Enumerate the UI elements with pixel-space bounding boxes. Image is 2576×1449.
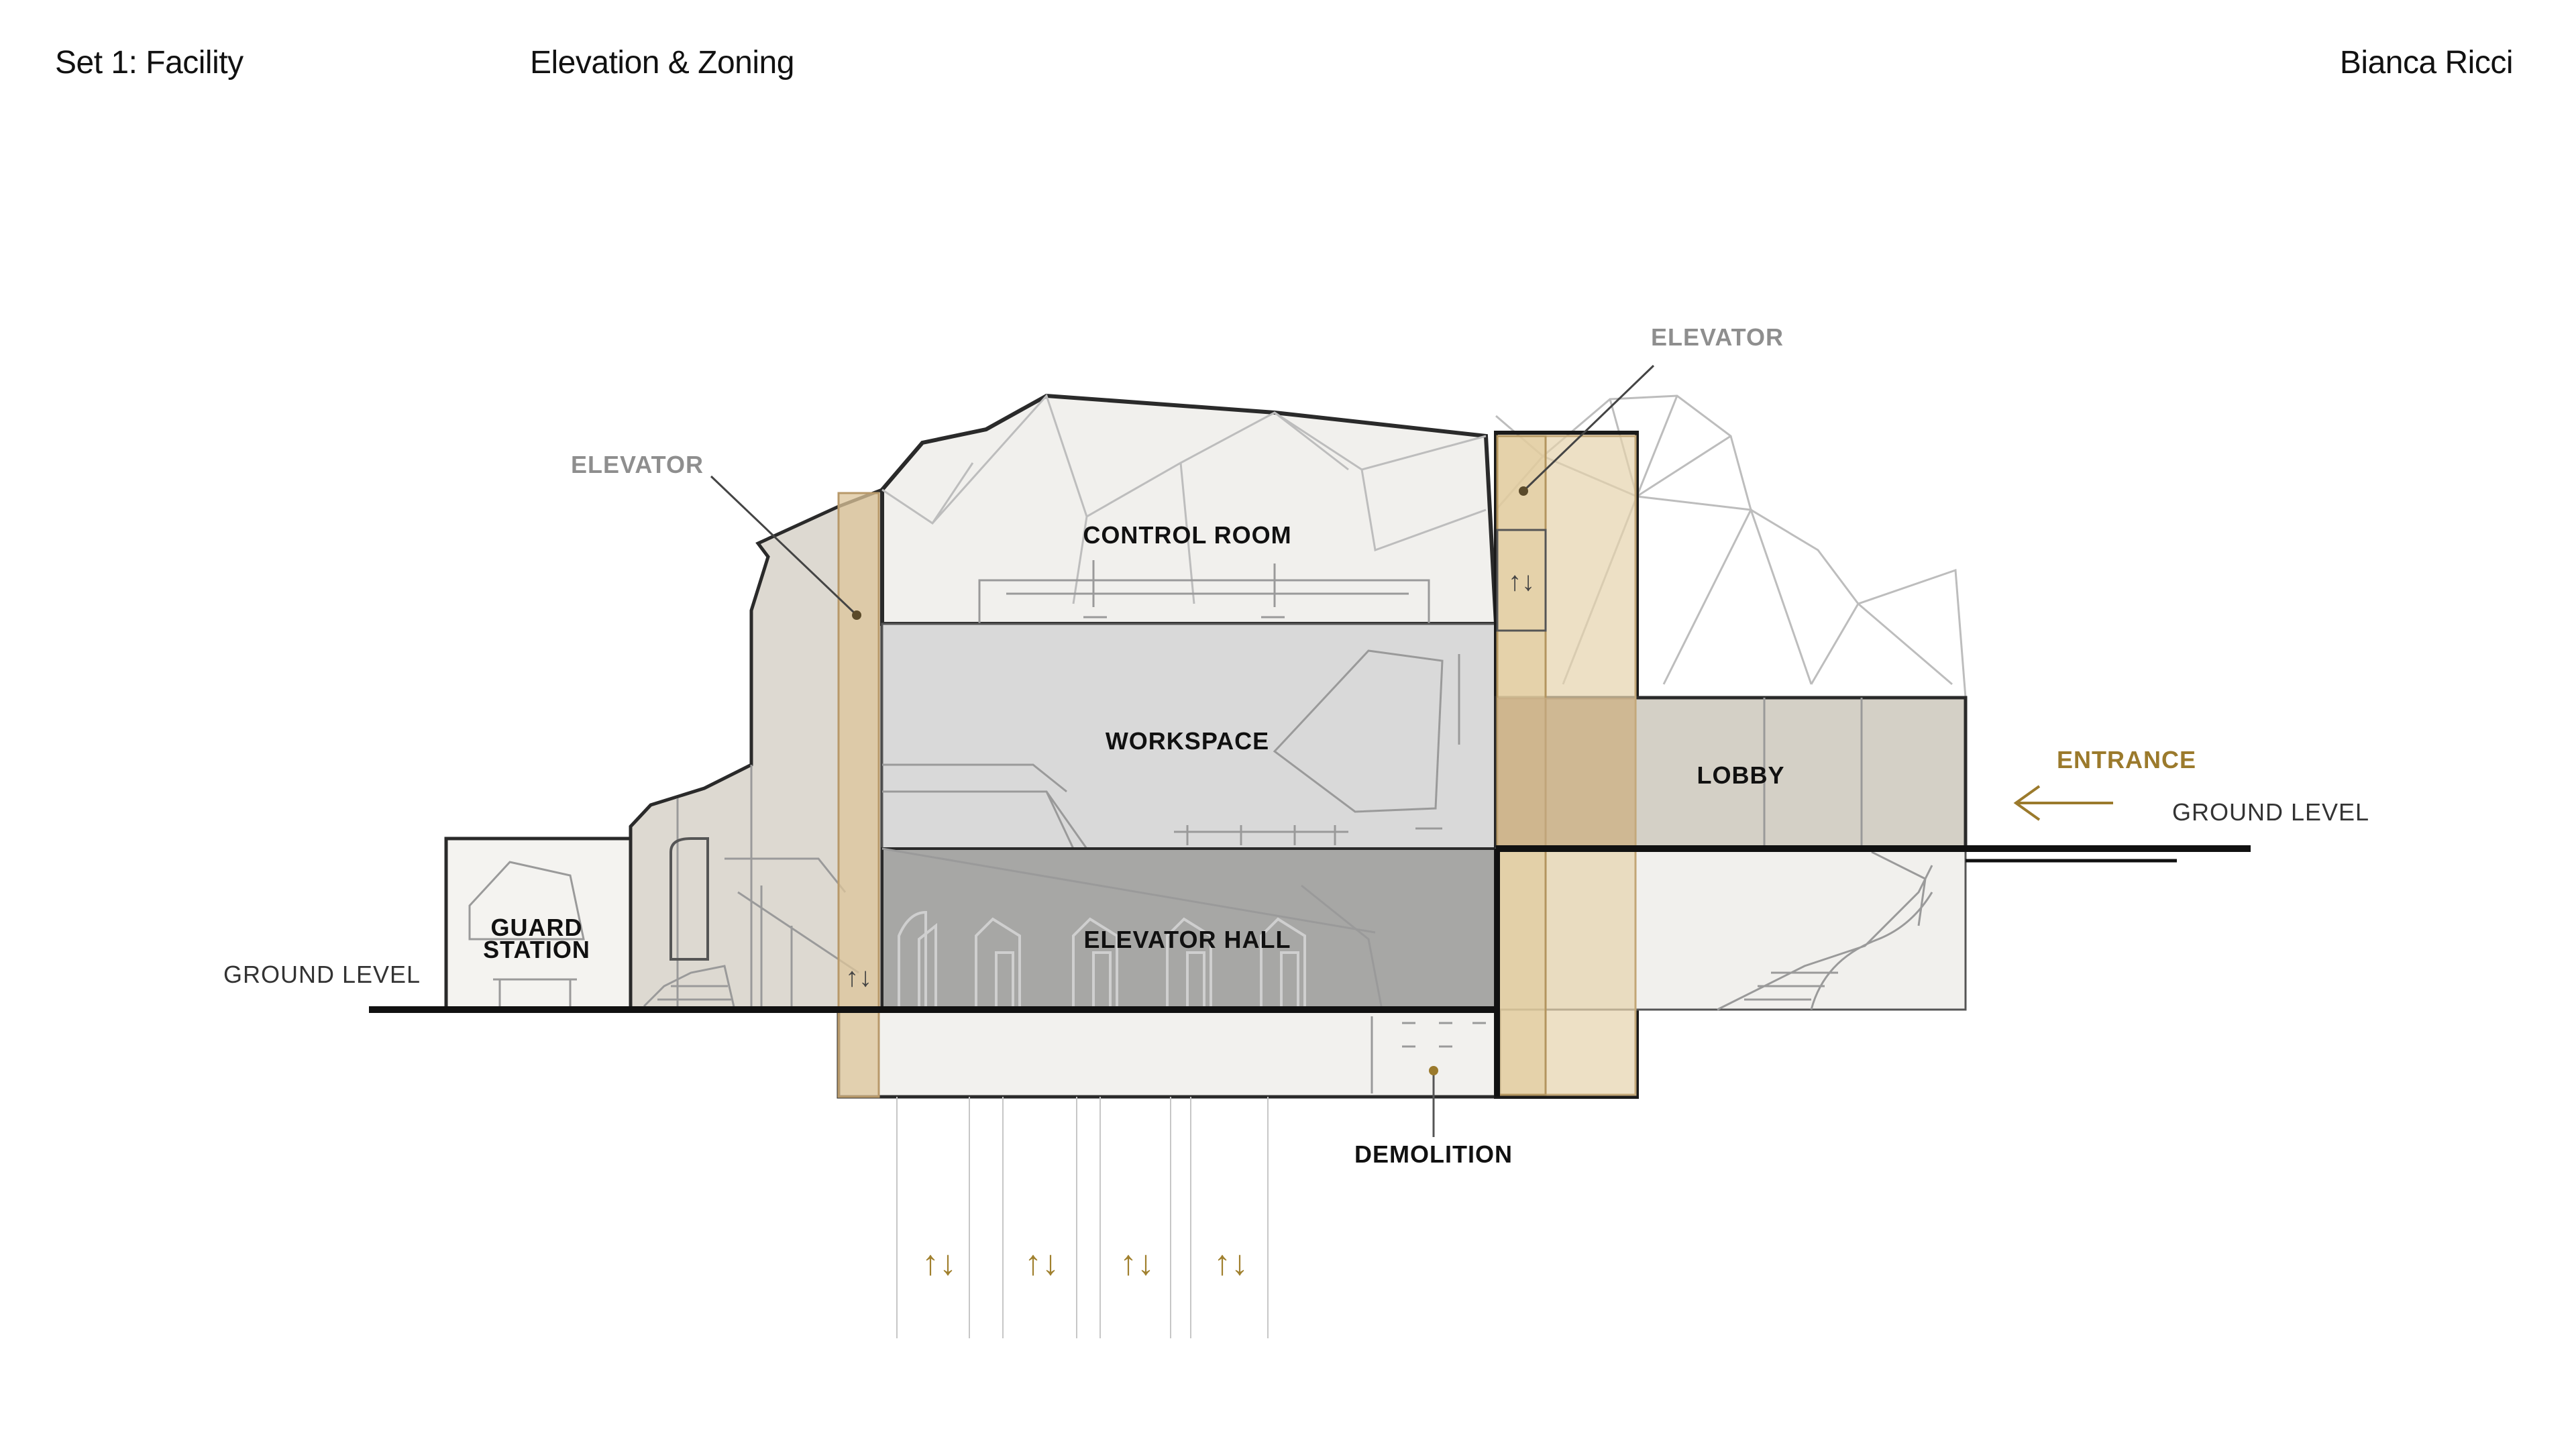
leader-dot-demolition: [1429, 1066, 1438, 1075]
label-ground-level-left: GROUND LEVEL: [223, 961, 421, 988]
label-elevator-right: ELEVATOR: [1651, 323, 1784, 351]
label-elevator-left: ELEVATOR: [571, 451, 704, 478]
sheet-title: Elevation & Zoning: [530, 45, 794, 80]
basement-strip: [837, 1008, 1501, 1099]
leader-dot-elevator-right: [1519, 486, 1528, 496]
entrance-arrow-icon: [2013, 785, 2113, 821]
workspace-zone: [881, 623, 1497, 850]
left-arch-window: [669, 837, 709, 961]
lobby-stair-sketch: [1717, 851, 1933, 1011]
lobby-dividers: [1763, 698, 1863, 849]
label-guard-station-2: STATION: [483, 936, 590, 963]
updown-icon-left-shaft: ↑↓: [845, 963, 872, 992]
label-ground-level-right: GROUND LEVEL: [2172, 798, 2369, 826]
updown-icon-run-2: ↑↓: [1024, 1244, 1059, 1283]
label-lobby: LOBBY: [1697, 761, 1785, 789]
elevator-run-lines: [896, 1097, 1269, 1338]
control-room-shell: [880, 393, 1499, 626]
workspace-sketch: [882, 649, 1460, 849]
left-shell-inner-sketch: [676, 765, 859, 1010]
updown-icon-run-1: ↑↓: [922, 1244, 957, 1283]
leader-elevator-right: [1523, 364, 1655, 491]
elevator-shaft-right-lobby-overlap: [1497, 698, 1635, 849]
updown-icon-right-shaft: ↑↓: [1508, 567, 1535, 596]
elevator-hall-arches: [898, 910, 1306, 1010]
label-demolition: DEMOLITION: [1354, 1140, 1513, 1168]
control-room-desk: [978, 560, 1430, 624]
guard-station-sketch: [468, 861, 585, 1010]
left-stair-sketch: [643, 965, 736, 1010]
leader-elevator-left: [710, 475, 857, 615]
elevator-hall-ceiling-sketch: [881, 847, 1383, 1010]
label-elevator-hall: ELEVATOR HALL: [1084, 926, 1291, 953]
elevator-shaft-left: [837, 492, 880, 1098]
label-workspace: WORKSPACE: [1106, 727, 1269, 755]
set-label: Set 1: Facility: [55, 45, 244, 80]
demolition-sketch: [1371, 1016, 1486, 1093]
author-name: Bianca Ricci: [2339, 45, 2514, 80]
elevator-car-right: [1496, 529, 1547, 632]
label-entrance: ENTRANCE: [2057, 746, 2196, 773]
updown-icon-run-3: ↑↓: [1120, 1244, 1155, 1283]
label-control-room: CONTROL ROOM: [1083, 521, 1291, 549]
updown-icon-run-4: ↑↓: [1214, 1244, 1248, 1283]
control-room-facets: [881, 394, 1487, 604]
label-guard-station-1: GUARD: [491, 914, 583, 941]
leader-dot-elevator-left: [852, 610, 861, 620]
